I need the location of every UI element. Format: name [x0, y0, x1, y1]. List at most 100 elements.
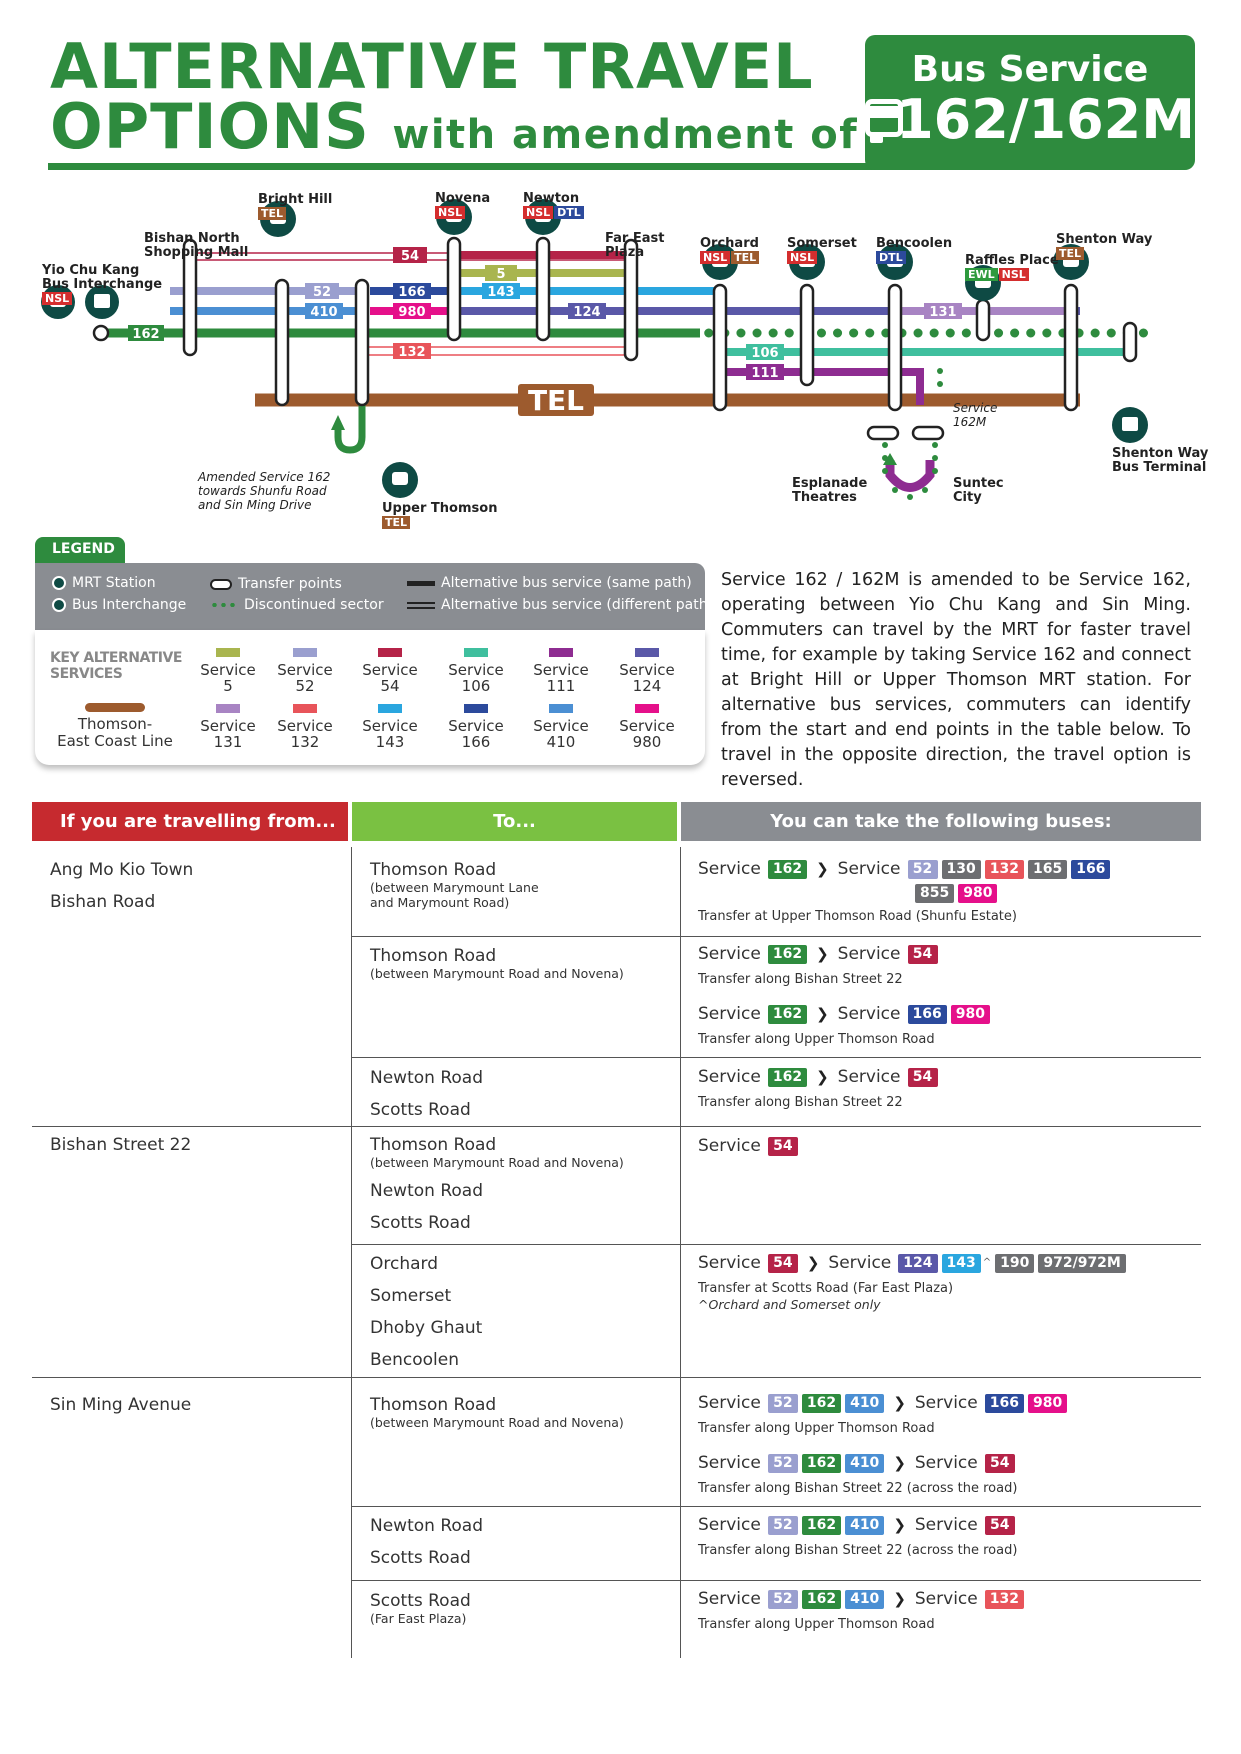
service-box-label: Bus Service	[911, 49, 1149, 90]
swatch	[549, 648, 573, 657]
label-132: 132	[398, 345, 425, 360]
bus-interchange-icon	[52, 598, 66, 612]
transfer-bright-hill	[274, 278, 290, 407]
start-point	[92, 324, 110, 342]
transfer-orchard	[712, 283, 728, 412]
station-esplanade: Esplanade Theatres	[792, 476, 868, 505]
label-162: 162	[132, 327, 159, 342]
mrt-icon-upper-thomson	[382, 462, 418, 498]
transfer-shenton-terminal	[1122, 321, 1138, 363]
swatch	[293, 648, 317, 657]
swatch	[293, 704, 317, 713]
key-tel: Thomson- East Coast Line	[55, 703, 175, 750]
from-sin-ming: Sin Ming Avenue	[50, 1395, 192, 1415]
header-from: If you are travelling from...	[32, 802, 348, 841]
note-amended-162: Amended Service 162 towards Shunfu Road …	[198, 470, 331, 512]
station-suntec: Suntec City	[953, 476, 1004, 505]
legend-tab: LEGEND	[35, 537, 125, 563]
label-124: 124	[573, 305, 600, 320]
header-take: You can take the following buses:	[681, 802, 1201, 841]
swatch	[216, 648, 240, 657]
label-131: 131	[929, 305, 956, 320]
label-5: 5	[496, 267, 505, 282]
row-divider	[352, 1057, 1201, 1058]
key-service-label: Service	[533, 661, 589, 679]
transfer-bencoolen	[887, 283, 903, 412]
key-service-number: 106	[461, 677, 491, 695]
header-rule	[48, 163, 1048, 170]
legend-bus-interchange: Bus Interchange	[52, 597, 186, 613]
station-far-east-plaza: Far East Plaza	[605, 231, 665, 260]
legend-alt-diff: Alternative bus service (different path)	[407, 597, 713, 613]
transfer-pill-icon	[210, 578, 232, 590]
legend-key-services	[35, 630, 705, 765]
label-54: 54	[401, 249, 419, 264]
bus-icon-yck	[85, 285, 119, 319]
key-service-number: 54	[380, 677, 400, 695]
swatch	[464, 648, 488, 657]
to-cell: Thomson Road(between Marymount Lane and …	[370, 860, 539, 910]
row-divider	[32, 1126, 1201, 1127]
transfer-esplanade	[866, 425, 900, 441]
bus-icon	[865, 97, 903, 143]
amended-162-path	[334, 385, 366, 454]
service-box-number-row: 162/162M	[865, 90, 1195, 150]
label-410: 410	[310, 305, 337, 320]
transfer-newton	[535, 236, 551, 342]
col-divider-1	[351, 847, 352, 1658]
key-service-number: 131	[213, 733, 243, 751]
transfer-bishan-north	[182, 238, 198, 357]
key-services-title: KEY ALTERNATIVE SERVICES	[50, 650, 182, 682]
label-106: 106	[751, 346, 778, 361]
key-service-label: Service	[448, 661, 504, 679]
route-map: 54 5 52 166 143 410 980 124 131 162 132 …	[0, 175, 1241, 545]
col-divider-2	[680, 847, 681, 1658]
to-cell: Scotts Road(Far East Plaza)	[370, 1591, 471, 1626]
label-980: 980	[398, 305, 425, 320]
key-service-label: Service	[533, 717, 589, 735]
legend-alt-same: Alternative bus service (same path)	[407, 575, 692, 591]
key-service-label: Service	[362, 661, 418, 679]
key-service-number: 980	[632, 733, 662, 751]
double-line-icon	[407, 601, 435, 609]
key-service-number: 166	[461, 733, 491, 751]
chevron-right-icon: ❯	[816, 945, 829, 963]
swatch	[378, 704, 402, 713]
key-service-number: 410	[546, 733, 576, 751]
from-ang-mo-kio: Ang Mo Kio Town	[50, 860, 194, 880]
key-service-number: 124	[632, 677, 662, 695]
chevron-right-icon: ❯	[893, 1394, 906, 1412]
dotted-line-icon	[210, 603, 238, 607]
label-52: 52	[313, 285, 331, 300]
legend-mrt: MRT Station	[52, 575, 156, 591]
key-service-label: Service	[200, 717, 256, 735]
label-111: 111	[751, 366, 778, 381]
transfer-novena	[446, 236, 462, 342]
transfer-far-east-plaza	[623, 238, 639, 362]
row-divider	[352, 936, 1201, 937]
row-divider	[32, 1377, 1201, 1378]
row-divider	[352, 1580, 1201, 1581]
to-cell: Thomson Road(between Marymount Road and …	[370, 1395, 624, 1430]
label-tel: TEL	[528, 384, 584, 417]
